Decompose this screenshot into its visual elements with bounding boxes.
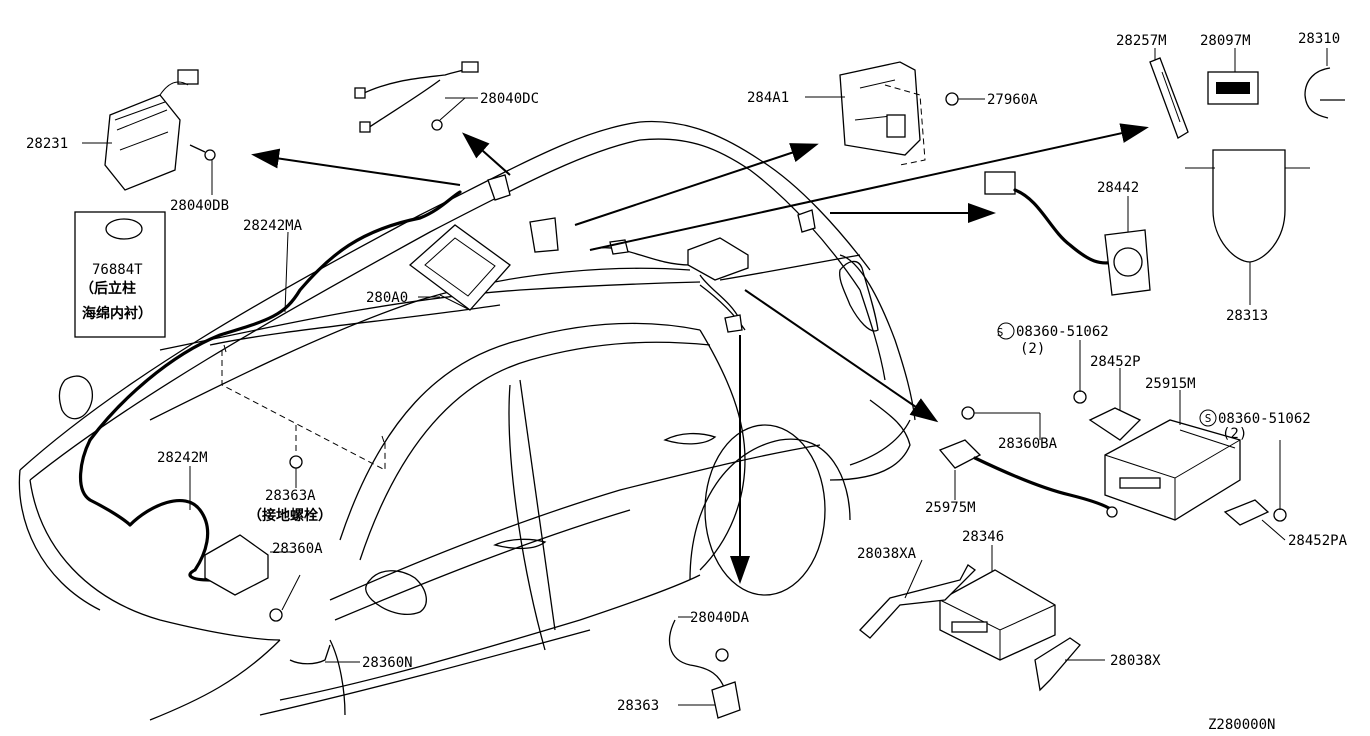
direction-arrows xyxy=(251,123,1149,584)
s-symbol-top-label: S xyxy=(997,326,1004,339)
roof-antenna-base-icon xyxy=(487,174,511,201)
label-28040DB: 28040DB xyxy=(170,198,229,214)
label-28038X: 28038X xyxy=(1110,653,1161,669)
car-body-outline xyxy=(18,120,916,721)
part-28257M-icon xyxy=(1149,57,1189,139)
part-28040DC-icon xyxy=(354,61,479,133)
center-bracket-icon xyxy=(529,217,559,253)
label-28442: 28442 xyxy=(1097,180,1139,196)
label-27960A: 27960A xyxy=(987,92,1038,108)
screw-top-icon xyxy=(1073,390,1087,404)
label-25915M: 25915M xyxy=(1145,376,1196,392)
s-symbol-right-icon xyxy=(1199,409,1217,427)
roof-panel-outline xyxy=(221,350,386,471)
part-28360A-icon xyxy=(269,608,283,622)
label-28313: 28313 xyxy=(1226,308,1268,324)
part-28442-icon xyxy=(984,171,1151,296)
part-25915M-icon xyxy=(1104,419,1241,521)
part-28310-icon xyxy=(1304,67,1345,119)
label-28038XA: 28038XA xyxy=(857,546,917,562)
part-284A1-icon xyxy=(839,61,926,166)
part-28257M-detail xyxy=(1161,71,1181,123)
label-28360N: 28360N xyxy=(362,655,413,671)
roof-panel-marker-2 xyxy=(381,435,385,443)
part-28452PA-icon xyxy=(1223,499,1270,526)
part-28038XA-icon xyxy=(859,564,977,639)
label-08360-top-qty: (2) xyxy=(1020,341,1045,357)
label-28310: 28310 xyxy=(1298,31,1340,47)
label-28257M: 28257M xyxy=(1116,33,1167,49)
s-symbol-top-icon xyxy=(997,322,1015,340)
tail-antenna-icon xyxy=(724,314,743,333)
part-28363A-icon xyxy=(289,425,303,488)
part-28231-icon xyxy=(104,69,199,191)
part-28097M-fill xyxy=(1216,82,1250,94)
diagram-code: Z280000N xyxy=(1208,717,1275,733)
part-25975M-icon xyxy=(938,439,1118,518)
label-28242M: 28242M xyxy=(157,450,208,466)
leader-lines xyxy=(82,48,1328,706)
label-28363: 28363 xyxy=(617,698,659,714)
label-28242MA: 28242MA xyxy=(243,218,303,234)
harness-antenna xyxy=(699,274,741,321)
label-28040DC: 28040DC xyxy=(480,91,539,107)
part-28040DB-icon xyxy=(189,144,216,195)
part-28242M-box-icon xyxy=(204,534,269,596)
label-28360A: 28360A xyxy=(272,541,323,557)
part-28360BA-icon xyxy=(961,406,975,420)
part-28452P-icon xyxy=(1088,407,1142,441)
part-28360N-icon xyxy=(289,644,331,665)
label-280A0: 280A0 xyxy=(366,290,408,306)
harness-28242M xyxy=(78,438,212,582)
part-280A0-icon xyxy=(408,224,511,311)
center-module-icon xyxy=(687,237,749,281)
s-symbol-right-label: S xyxy=(1205,412,1212,425)
label-08360-top: 08360-51062 xyxy=(1016,324,1109,340)
part-27960A-icon xyxy=(945,92,959,106)
harness-28242MA xyxy=(88,190,462,442)
deck-antenna-icon xyxy=(797,209,816,233)
harness-center xyxy=(589,247,691,266)
label-28452P: 28452P xyxy=(1090,354,1141,370)
label-28452PA: 28452PA xyxy=(1288,533,1348,549)
label-76884T-note1: （后立柱 xyxy=(80,280,136,297)
label-08360-right-qty: (2) xyxy=(1222,426,1247,442)
roof-panel-marker-1 xyxy=(223,344,227,353)
label-28360BA: 28360BA xyxy=(998,436,1058,452)
part-76884T-icon xyxy=(105,218,143,240)
part-28346-icon xyxy=(939,569,1056,661)
label-76884T: 76884T xyxy=(92,262,143,278)
label-28231: 28231 xyxy=(26,136,68,152)
part-28313-icon xyxy=(1185,149,1310,263)
label-284A1: 284A1 xyxy=(747,90,789,106)
label-28097M: 28097M xyxy=(1200,33,1251,49)
part-28040DA-icon xyxy=(668,619,741,719)
label-28363A: 28363A xyxy=(265,488,316,504)
label-28346: 28346 xyxy=(962,529,1004,545)
screw-right-icon xyxy=(1273,508,1287,522)
part-28038X-icon xyxy=(1034,637,1081,692)
label-76884T-note2: 海绵内衬） xyxy=(82,305,152,322)
label-28363A-note: （接地螺栓） xyxy=(248,507,332,524)
label-08360-right: 08360-51062 xyxy=(1218,411,1311,427)
label-28040DA: 28040DA xyxy=(690,610,750,626)
label-25975M: 25975M xyxy=(925,500,976,516)
